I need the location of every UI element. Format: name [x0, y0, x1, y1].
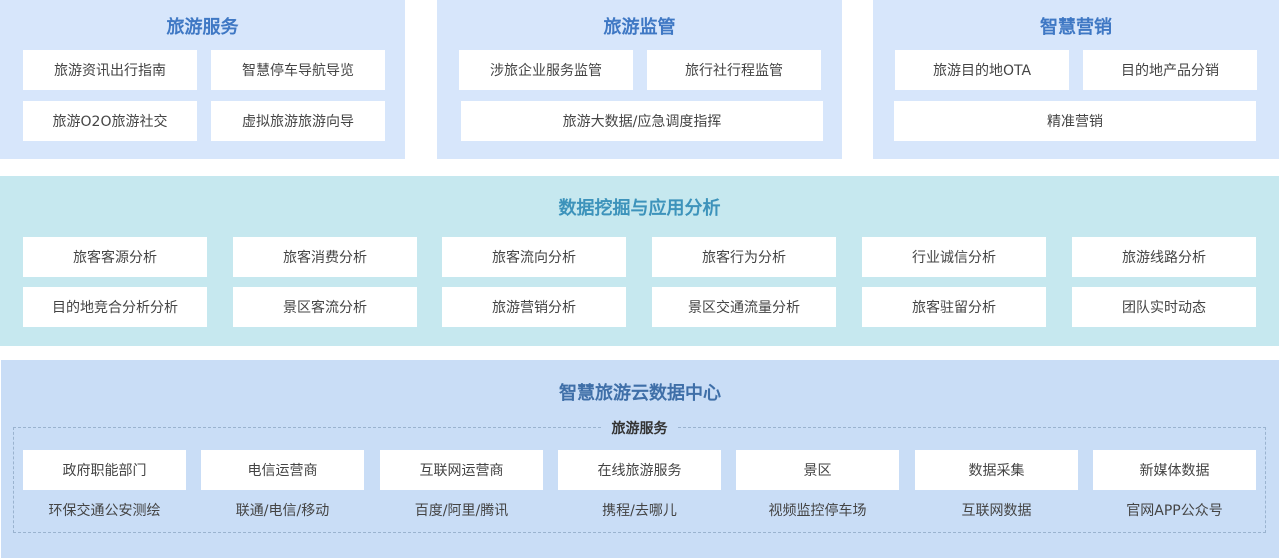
- source-sub-label: 视频监控停车场: [768, 503, 867, 519]
- analysis-box: 团队实时动态: [1072, 287, 1256, 327]
- analysis-box: 旅客驻留分析: [862, 287, 1046, 327]
- source-group: 旅游服务: [13, 418, 1266, 533]
- panel-tourism-supervision: 旅游监管 涉旅企业服务监管 旅行社行程监管 旅游大数据/应急调度指挥: [437, 0, 842, 159]
- panel-tourism-service: 旅游服务 旅游资讯出行指南 智慧停车导航导览 旅游O2O旅游社交 虚拟旅游旅游向…: [0, 0, 405, 159]
- item-box: 旅游资讯出行指南: [23, 50, 197, 90]
- item-box: 旅游O2O旅游社交: [23, 101, 197, 141]
- source-sub-label: 互联网数据: [961, 503, 1032, 519]
- panel-title: 智慧营销: [1040, 17, 1112, 38]
- analysis-box: 旅客客源分析: [23, 237, 207, 277]
- panel-title: 旅游服务: [166, 17, 239, 38]
- item-box: 涉旅企业服务监管: [459, 50, 633, 90]
- source-box: 景区: [736, 450, 899, 490]
- source-sub-label: 联通/电信/移动: [235, 503, 330, 519]
- source-sub-label: 环保交通公安测绘: [48, 503, 161, 519]
- panel-cloud-data-center: 智慧旅游云数据中心 旅游服务 政府职能部门 电信运营商 互联网运营商 在线旅游服…: [1, 360, 1279, 558]
- source-box: 政府职能部门: [23, 450, 186, 490]
- source-box: 互联网运营商: [380, 450, 543, 490]
- analysis-box: 行业诚信分析: [862, 237, 1046, 277]
- group-label: 旅游服务: [601, 418, 678, 438]
- item-box: 旅游目的地OTA: [895, 50, 1069, 90]
- source-box: 电信运营商: [201, 450, 364, 490]
- panel-data-mining: 数据挖掘与应用分析 旅客客源分析 旅客消费分析 旅客流向分析 旅客行为分析 行业…: [0, 176, 1279, 346]
- item-box: 目的地产品分销: [1083, 50, 1257, 90]
- source-sub-label: 携程/去哪儿: [602, 503, 677, 519]
- panel-title: 旅游监管: [603, 17, 676, 38]
- source-box: 在线旅游服务: [558, 450, 721, 490]
- analysis-box: 旅游线路分析: [1072, 237, 1256, 277]
- panel-smart-marketing: 智慧营销 旅游目的地OTA 目的地产品分销 精准营销: [873, 0, 1279, 159]
- analysis-box: 旅客消费分析: [233, 237, 417, 277]
- item-box: 精准营销: [894, 101, 1256, 141]
- source-sub-label: 官网APP公众号: [1126, 503, 1223, 519]
- item-box: 旅游大数据/应急调度指挥: [461, 101, 823, 141]
- panel-title: 数据挖掘与应用分析: [558, 198, 721, 219]
- source-box: 新媒体数据: [1093, 450, 1256, 490]
- analysis-box: 景区客流分析: [233, 287, 417, 327]
- source-box: 数据采集: [915, 450, 1078, 490]
- analysis-box: 旅游营销分析: [442, 287, 626, 327]
- analysis-box: 旅客流向分析: [442, 237, 626, 277]
- item-box: 虚拟旅游旅游向导: [211, 101, 385, 141]
- item-box: 智慧停车导航导览: [211, 50, 385, 90]
- panel-title: 智慧旅游云数据中心: [559, 383, 721, 404]
- analysis-box: 景区交通流量分析: [652, 287, 836, 327]
- source-sub-label: 百度/阿里/腾讯: [414, 503, 509, 519]
- analysis-box: 旅客行为分析: [652, 237, 836, 277]
- analysis-box: 目的地竞合分析分析: [23, 287, 207, 327]
- item-box: 旅行社行程监管: [647, 50, 821, 90]
